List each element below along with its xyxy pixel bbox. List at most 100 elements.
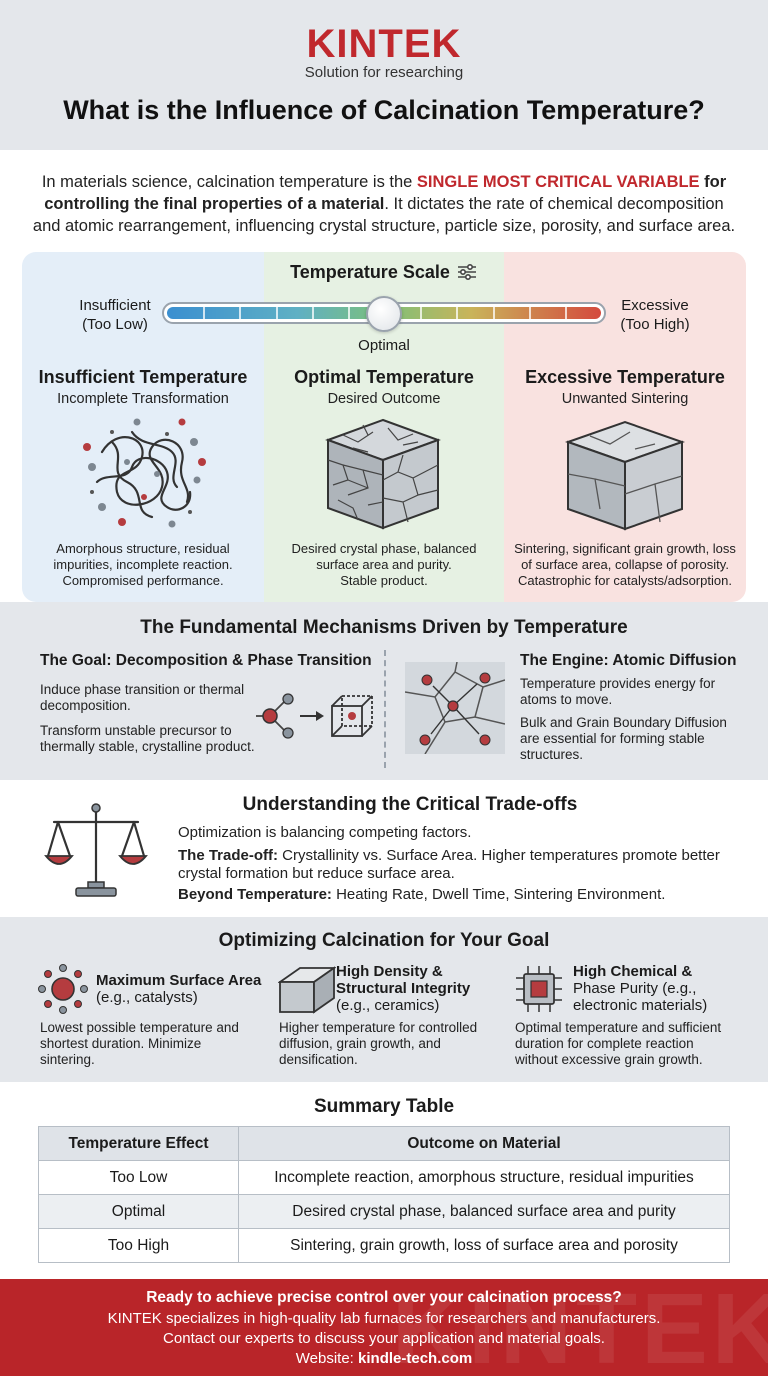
col-desc-excessive: Sintering, significant grain growth, los… (504, 541, 746, 589)
summary-title: Summary Table (313, 1096, 455, 1117)
footer-line-1: KINTEK specializes in high-quality lab f… (107, 1310, 661, 1327)
sintered-block-icon (564, 420, 686, 531)
tradeoffs-text: Heating Rate, Dwell Time, Sintering Envi… (331, 886, 666, 903)
balance-scale-icon (44, 803, 148, 897)
table-row: Optimal Desired crystal phase, balanced … (38, 1194, 730, 1229)
goal-text-line: Higher temperature for controlled (279, 1020, 478, 1035)
scale-title-text: Temperature Scale (290, 262, 450, 282)
table-row: Too High Sintering, grain growth, loss o… (38, 1228, 730, 1263)
page-title: What is the Influence of Calcination Tem… (63, 95, 705, 125)
table-header-row: Temperature Effect Outcome on Material (38, 1126, 730, 1161)
scale-tick (239, 307, 242, 319)
goal-heading-line: Maximum Surface Area (96, 972, 262, 989)
tradeoffs-text: crystal formation but reduce surface are… (178, 865, 455, 882)
footer-heading: Ready to achieve precise control over yo… (146, 1289, 622, 1306)
tradeoffs-line-1: Optimization is balancing competing fact… (178, 824, 472, 841)
scale-tick (564, 307, 567, 319)
scale-tick (492, 307, 495, 319)
engine-line: structures. (520, 747, 584, 762)
atomic-diffusion-icon (405, 662, 505, 754)
col-desc-line: Stable product. (340, 573, 428, 588)
intro-paragraph: In materials science, calcination temper… (30, 171, 738, 237)
goal-surface-heading: Maximum Surface Area(e.g., catalysts) (96, 972, 276, 1006)
scale-label-high-1: Excessive (621, 297, 689, 314)
col-title-optimal: Optimal Temperature (294, 367, 474, 387)
table-cell: Optimal (38, 1194, 239, 1229)
table-row: Too Low Incomplete reaction, amorphous s… (38, 1160, 730, 1195)
col-desc-line: impurities, incomplete reaction. (53, 557, 233, 572)
goal-heading-line: Phase Purity (573, 980, 659, 997)
crystal-cube-icon (325, 418, 441, 530)
col-title-excessive: Excessive Temperature (525, 367, 725, 387)
footer-watermark: KINTEK (391, 1273, 768, 1376)
col-desc-line: Desired crystal phase, balanced (291, 541, 477, 556)
scale-label-low-1: Insufficient (79, 297, 151, 314)
goal-heading-line: Structural Integrity (336, 980, 471, 997)
tradeoffs-line-3: Beyond Temperature: Heating Rate, Dwell … (178, 886, 748, 904)
col-sub-insufficient: Incomplete Transformation (57, 391, 229, 407)
intro-text: In materials science, calcination temper… (41, 173, 417, 191)
table-cell: Desired crystal phase, balanced surface … (238, 1194, 730, 1229)
tradeoffs-text: Crystallinity vs. Surface Area. Higher t… (278, 847, 720, 864)
goal-text-line: densification. (279, 1052, 358, 1067)
goal-text-line: duration for complete reaction (515, 1036, 694, 1051)
goal-heading: The Goal: Decomposition & Phase Transiti… (40, 652, 372, 669)
col-desc-line: surface area and purity. (316, 557, 452, 572)
goal-heading-line: High Chemical & (573, 963, 693, 980)
col-desc-line: Catastrophic for catalysts/adsorption. (518, 573, 732, 588)
scale-label-optimal: Optimal (358, 337, 410, 354)
logo-tagline: Solution for researching (304, 64, 464, 81)
col-sub-optimal: Desired Outcome (327, 391, 441, 407)
kintek-logo[interactable]: KINTEK (306, 22, 462, 66)
optimizing-title: Optimizing Calcination for Your Goal (218, 930, 550, 951)
scale-label-high-2: (Too High) (620, 316, 690, 333)
goal-heading-eg: electronic materials) (573, 997, 708, 1014)
header-band (0, 0, 768, 150)
scale-title: Temperature Scale (22, 262, 746, 283)
footer-band (0, 1279, 768, 1376)
scale-tick (347, 307, 350, 319)
goal-heading-eg: (e.g., ceramics) (336, 997, 440, 1014)
goal-text-line: Optimal temperature and sufficient (515, 1020, 722, 1035)
col-desc-line: of surface area, collapse of porosity. (521, 557, 729, 572)
scale-label-high: Excessive (Too High) (600, 296, 710, 334)
scale-label-low: Insufficient(Too Low) (60, 296, 170, 334)
intro-highlight: SINGLE MOST CRITICAL VARIABLE (416, 173, 700, 191)
chip-icon (516, 966, 562, 1012)
tradeoffs-label: Beyond Temperature: (178, 886, 332, 903)
scale-tick (528, 307, 531, 319)
engine-line: atoms to move. (520, 692, 613, 707)
footer-website-link[interactable]: kindle-tech.com (358, 1350, 473, 1367)
tradeoffs-label: The Trade-off: (178, 847, 278, 864)
intro-bold: for controlling the final properties of … (44, 173, 727, 213)
intro-text-end: . It dictates the rate of chemical decom… (32, 195, 736, 235)
goal-text-line: shortest duration. Minimize (40, 1036, 202, 1051)
engine-heading: The Engine: Atomic Diffusion (520, 652, 737, 669)
table-header-cell: Temperature Effect (38, 1126, 239, 1161)
goal-text-line: diffusion, grain growth, and (279, 1036, 441, 1051)
col-title-insufficient: Insufficient Temperature (38, 367, 248, 387)
temperature-slider-knob[interactable] (366, 296, 402, 332)
footer-website: Website: kindle-tech.com (0, 1350, 768, 1367)
goal-heading-eg: (e.g., (658, 980, 697, 997)
table-cell: Incomplete reaction, amorphous structure… (238, 1160, 730, 1195)
table-header-cell: Outcome on Material (238, 1126, 730, 1161)
tradeoffs-line-2: The Trade-off: Crystallinity vs. Surface… (178, 847, 748, 883)
table-cell: Too Low (38, 1160, 239, 1195)
col-desc-line: Compromised performance. (62, 573, 224, 588)
goal-text-line: without excessive grain growth. (515, 1052, 703, 1067)
goal-line: thermally stable, crystalline product. (40, 739, 255, 754)
mechanisms-divider (384, 650, 386, 768)
footer-line-2: Contact our experts to discuss your appl… (163, 1330, 605, 1347)
tradeoffs-title: Understanding the Critical Trade-offs (242, 794, 578, 815)
table-cell: Too High (38, 1228, 239, 1263)
engine-line: Temperature provides energy for (520, 676, 716, 691)
table-cell: Sintering, grain growth, loss of surface… (238, 1228, 730, 1263)
sliders-icon (457, 263, 476, 281)
